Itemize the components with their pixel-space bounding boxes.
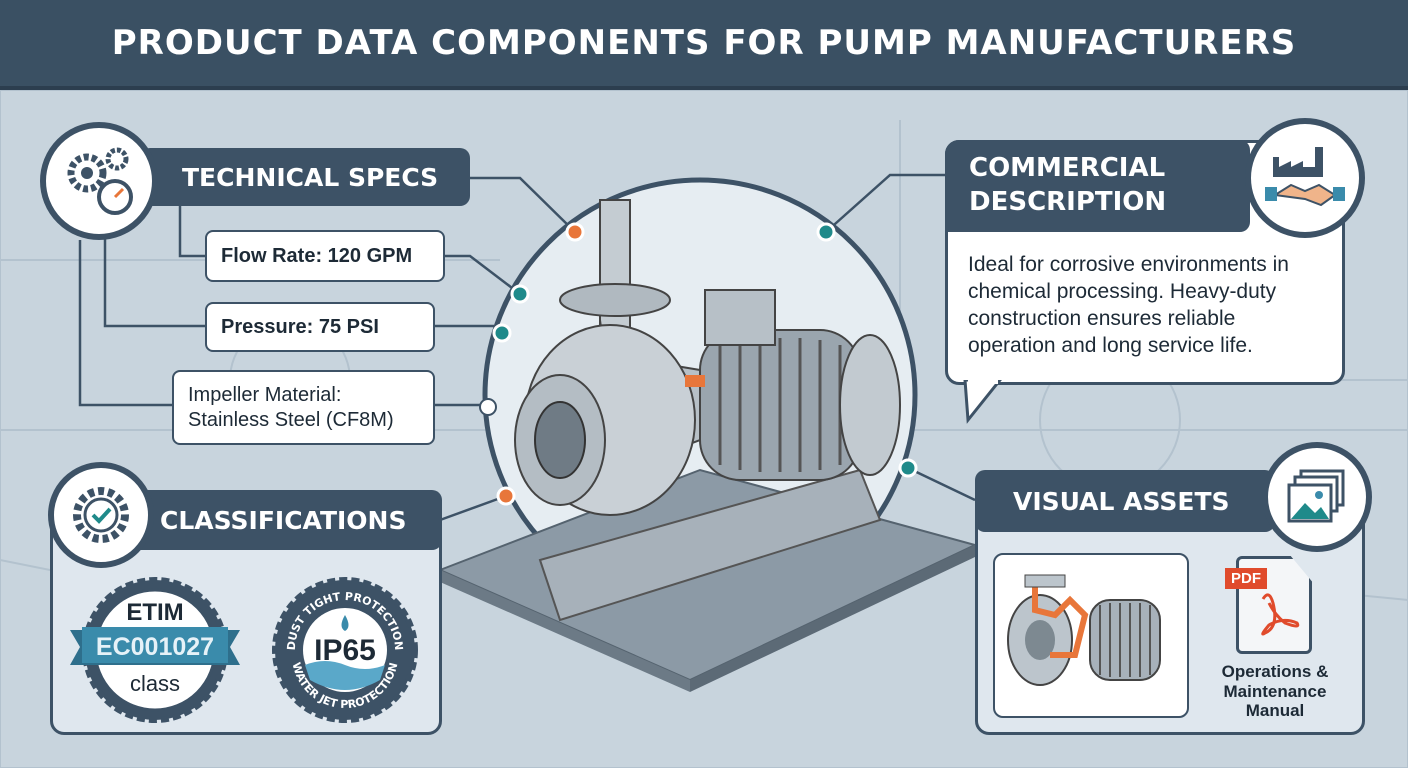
connector-dot [479,398,497,416]
etim-code: EC001027 [96,633,214,661]
spec-impeller-material: Impeller Material: Stainless Steel (CF8M… [172,370,435,445]
gears-gauge-icon [40,122,158,240]
ip-code: IP65 [314,634,376,667]
etim-class: class [130,671,180,696]
connector-dot [510,284,530,304]
pump-illustration [514,199,901,622]
commercial-header: COMMERCIAL DESCRIPTION [945,140,1250,232]
pump-cutaway-image[interactable] [993,553,1189,718]
speech-tail [963,380,1002,424]
title-banner: PRODUCT DATA COMPONENTS FOR PUMP MANUFAC… [0,0,1408,90]
images-icon [1262,442,1372,552]
spec-flow-rate: Flow Rate: 120 GPM [205,230,445,282]
connector-dot [898,458,918,478]
gear-check-icon [48,462,154,568]
etim-badge: ETIM EC001027 class [70,577,240,723]
ip65-badge: DUST TIGHT PROTECTION WATER JET PROTECTI… [272,577,418,723]
connector-dot [496,486,516,506]
pdf-tag: PDF [1225,568,1267,589]
commercial-description-text: Ideal for corrosive environments in chem… [968,253,1289,357]
visual-assets-header: VISUAL ASSETS [975,470,1275,532]
visual-assets-label: VISUAL ASSETS [1013,486,1230,516]
technical-specs-label: TECHNICAL SPECS [182,162,439,192]
classifications-label: CLASSIFICATIONS [160,505,407,535]
commercial-label: COMMERCIAL DESCRIPTION [969,153,1167,217]
factory-handshake-icon [1245,118,1365,238]
etim-label: ETIM [126,599,183,626]
technical-specs-header: TECHNICAL SPECS [140,148,470,206]
connector-dot [565,222,585,242]
spec-pressure: Pressure: 75 PSI [205,302,435,352]
connector-dot [816,222,836,242]
classifications-header: CLASSIFICATIONS [110,490,442,550]
connector-dot [492,323,512,343]
page-title: PRODUCT DATA COMPONENTS FOR PUMP MANUFAC… [111,23,1297,63]
manual-label[interactable]: Operations & Maintenance Manual [1221,662,1329,721]
